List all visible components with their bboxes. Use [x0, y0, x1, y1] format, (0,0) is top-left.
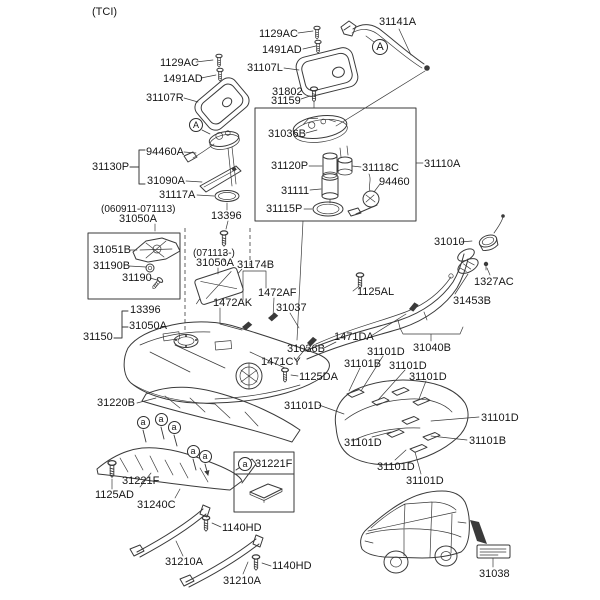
- callout-marker-a: a: [186, 444, 200, 458]
- part-label-31010: 31010: [434, 236, 465, 248]
- part-label-31150: 31150: [83, 331, 113, 343]
- nvh-pad-sheet-drawing: [318, 355, 480, 475]
- part-label-31210a-2: 31210A: [223, 575, 261, 587]
- controller-071113-drawing: [184, 220, 251, 332]
- legend-box: [233, 451, 295, 513]
- tank-protector-drawing: [96, 426, 257, 499]
- part-label-31036b-2: 31036B: [287, 343, 325, 355]
- part-label-1129ac-left: 1129AC: [160, 57, 199, 69]
- filler-pipe-drawing: [281, 214, 505, 383]
- part-label-31130p: 31130P: [92, 161, 130, 173]
- part-label-31141a: 31141A: [379, 16, 417, 28]
- part-label-31220b: 31220B: [97, 397, 135, 409]
- part-label-31101d-6: 31101D: [344, 437, 382, 449]
- heat-shield-drawing: [136, 386, 301, 443]
- part-label-31050a-3: 31050A: [129, 320, 167, 332]
- pipe-clamp-fasteners: [219, 270, 365, 332]
- callout-marker-a: a: [154, 412, 168, 426]
- part-label-31107r: 31107R: [146, 92, 184, 104]
- part-label-13396-1: 13396: [211, 210, 242, 222]
- part-label-31120p: 31120P: [271, 160, 309, 172]
- part-label-1491ad-right: 1491AD: [262, 44, 302, 56]
- callout-marker-A: A: [372, 39, 388, 55]
- part-label-31110a: 31110A: [424, 158, 461, 170]
- part-label-31101b-1: 31101B: [344, 358, 382, 370]
- part-label-31221f-1: 31221F: [122, 475, 160, 487]
- part-label-tci: (TCI): [92, 6, 118, 18]
- part-label-1471da: 1471DA: [334, 331, 374, 343]
- part-label-31221f-legend: 31221F: [255, 458, 293, 470]
- part-label-1472af: 1472AF: [258, 287, 297, 299]
- part-label-31802: 31802: [272, 86, 303, 98]
- part-label-31101d-4: 31101D: [284, 400, 322, 412]
- part-label-31453b: 31453B: [453, 295, 491, 307]
- callout-marker-a: a: [198, 449, 212, 463]
- part-label-31159: 31159: [271, 95, 301, 107]
- part-label-31051b: 31051B: [93, 244, 131, 256]
- plate-31107l-drawing: [283, 25, 359, 97]
- part-label-31038: 31038: [479, 568, 510, 580]
- hose-31141a-drawing: [335, 20, 430, 127]
- part-label-31117a: 31117A: [159, 189, 196, 201]
- part-label-1140hd-1: 1140HD: [222, 522, 262, 534]
- vehicle-drawing: [360, 490, 511, 574]
- part-label-31115p: 31115P: [266, 203, 303, 215]
- callout-marker-a: a: [238, 457, 252, 471]
- part-label-1472ak: 1472AK: [213, 297, 253, 309]
- part-label-31101d-5: 31101D: [481, 412, 519, 424]
- part-label-31040b: 31040B: [413, 342, 451, 354]
- part-label-31210a-1: 31210A: [165, 556, 203, 568]
- part-label-31101d-3: 31101D: [409, 371, 447, 383]
- screw-31802-drawing: [300, 86, 319, 109]
- part-label-daterange-1: (060911-071113): [101, 204, 176, 215]
- part-label-1327ac: 1327AC: [474, 276, 514, 288]
- part-label-31101d-7: 31101D: [377, 461, 415, 473]
- part-label-1140hd-2: 1140HD: [272, 560, 312, 572]
- part-label-31107l: 31107L: [247, 62, 283, 74]
- pump-module-drawing: [129, 129, 242, 211]
- callout-marker-a: a: [167, 420, 181, 434]
- tank-straps-drawing: [129, 504, 272, 588]
- part-label-31240c: 31240C: [137, 499, 176, 511]
- part-label-1125ad: 1125AD: [95, 489, 134, 501]
- plate-31107r-drawing: [183, 53, 250, 131]
- part-label-31190b: 31190B: [93, 260, 131, 272]
- part-label-daterange-2: (071113-): [193, 248, 235, 259]
- part-label-31101d-2: 31101D: [389, 360, 427, 372]
- callout-marker-a: a: [136, 415, 150, 429]
- part-label-31036b-box: 31036B: [268, 128, 306, 140]
- part-label-31101d-1: 31101D: [367, 346, 405, 358]
- part-label-94460: 94460: [379, 176, 410, 188]
- part-label-1125al: 1125AL: [357, 286, 395, 298]
- fuel-tank-drawing: [113, 310, 330, 405]
- callout-marker-A: A: [189, 118, 203, 132]
- part-label-31118c: 31118C: [362, 162, 399, 174]
- part-label-1491ad-left: 1491AD: [163, 73, 203, 85]
- part-label-31050a-2: 31050A: [196, 257, 234, 269]
- part-label-94460a: 94460A: [146, 146, 184, 158]
- fuel-pump-detail-box: [254, 107, 424, 341]
- part-label-1471cy: 1471CY: [261, 356, 301, 368]
- part-label-31111: 31111: [281, 185, 310, 197]
- part-label-31090a: 31090A: [147, 175, 185, 187]
- part-label-31037: 31037: [276, 302, 307, 314]
- part-label-31101b-2: 31101B: [469, 435, 507, 447]
- part-label-1129ac-right: 1129AC: [259, 28, 298, 40]
- part-label-31174b: 31174B: [237, 259, 275, 271]
- part-label-31050a-1: 31050A: [119, 213, 157, 225]
- part-label-1125da: 1125DA: [299, 371, 338, 383]
- part-label-13396-2: 13396: [130, 304, 161, 316]
- part-label-31190: 31190: [122, 272, 152, 284]
- sender-bracket-box: [87, 223, 181, 300]
- part-label-31101d-8: 31101D: [406, 475, 444, 487]
